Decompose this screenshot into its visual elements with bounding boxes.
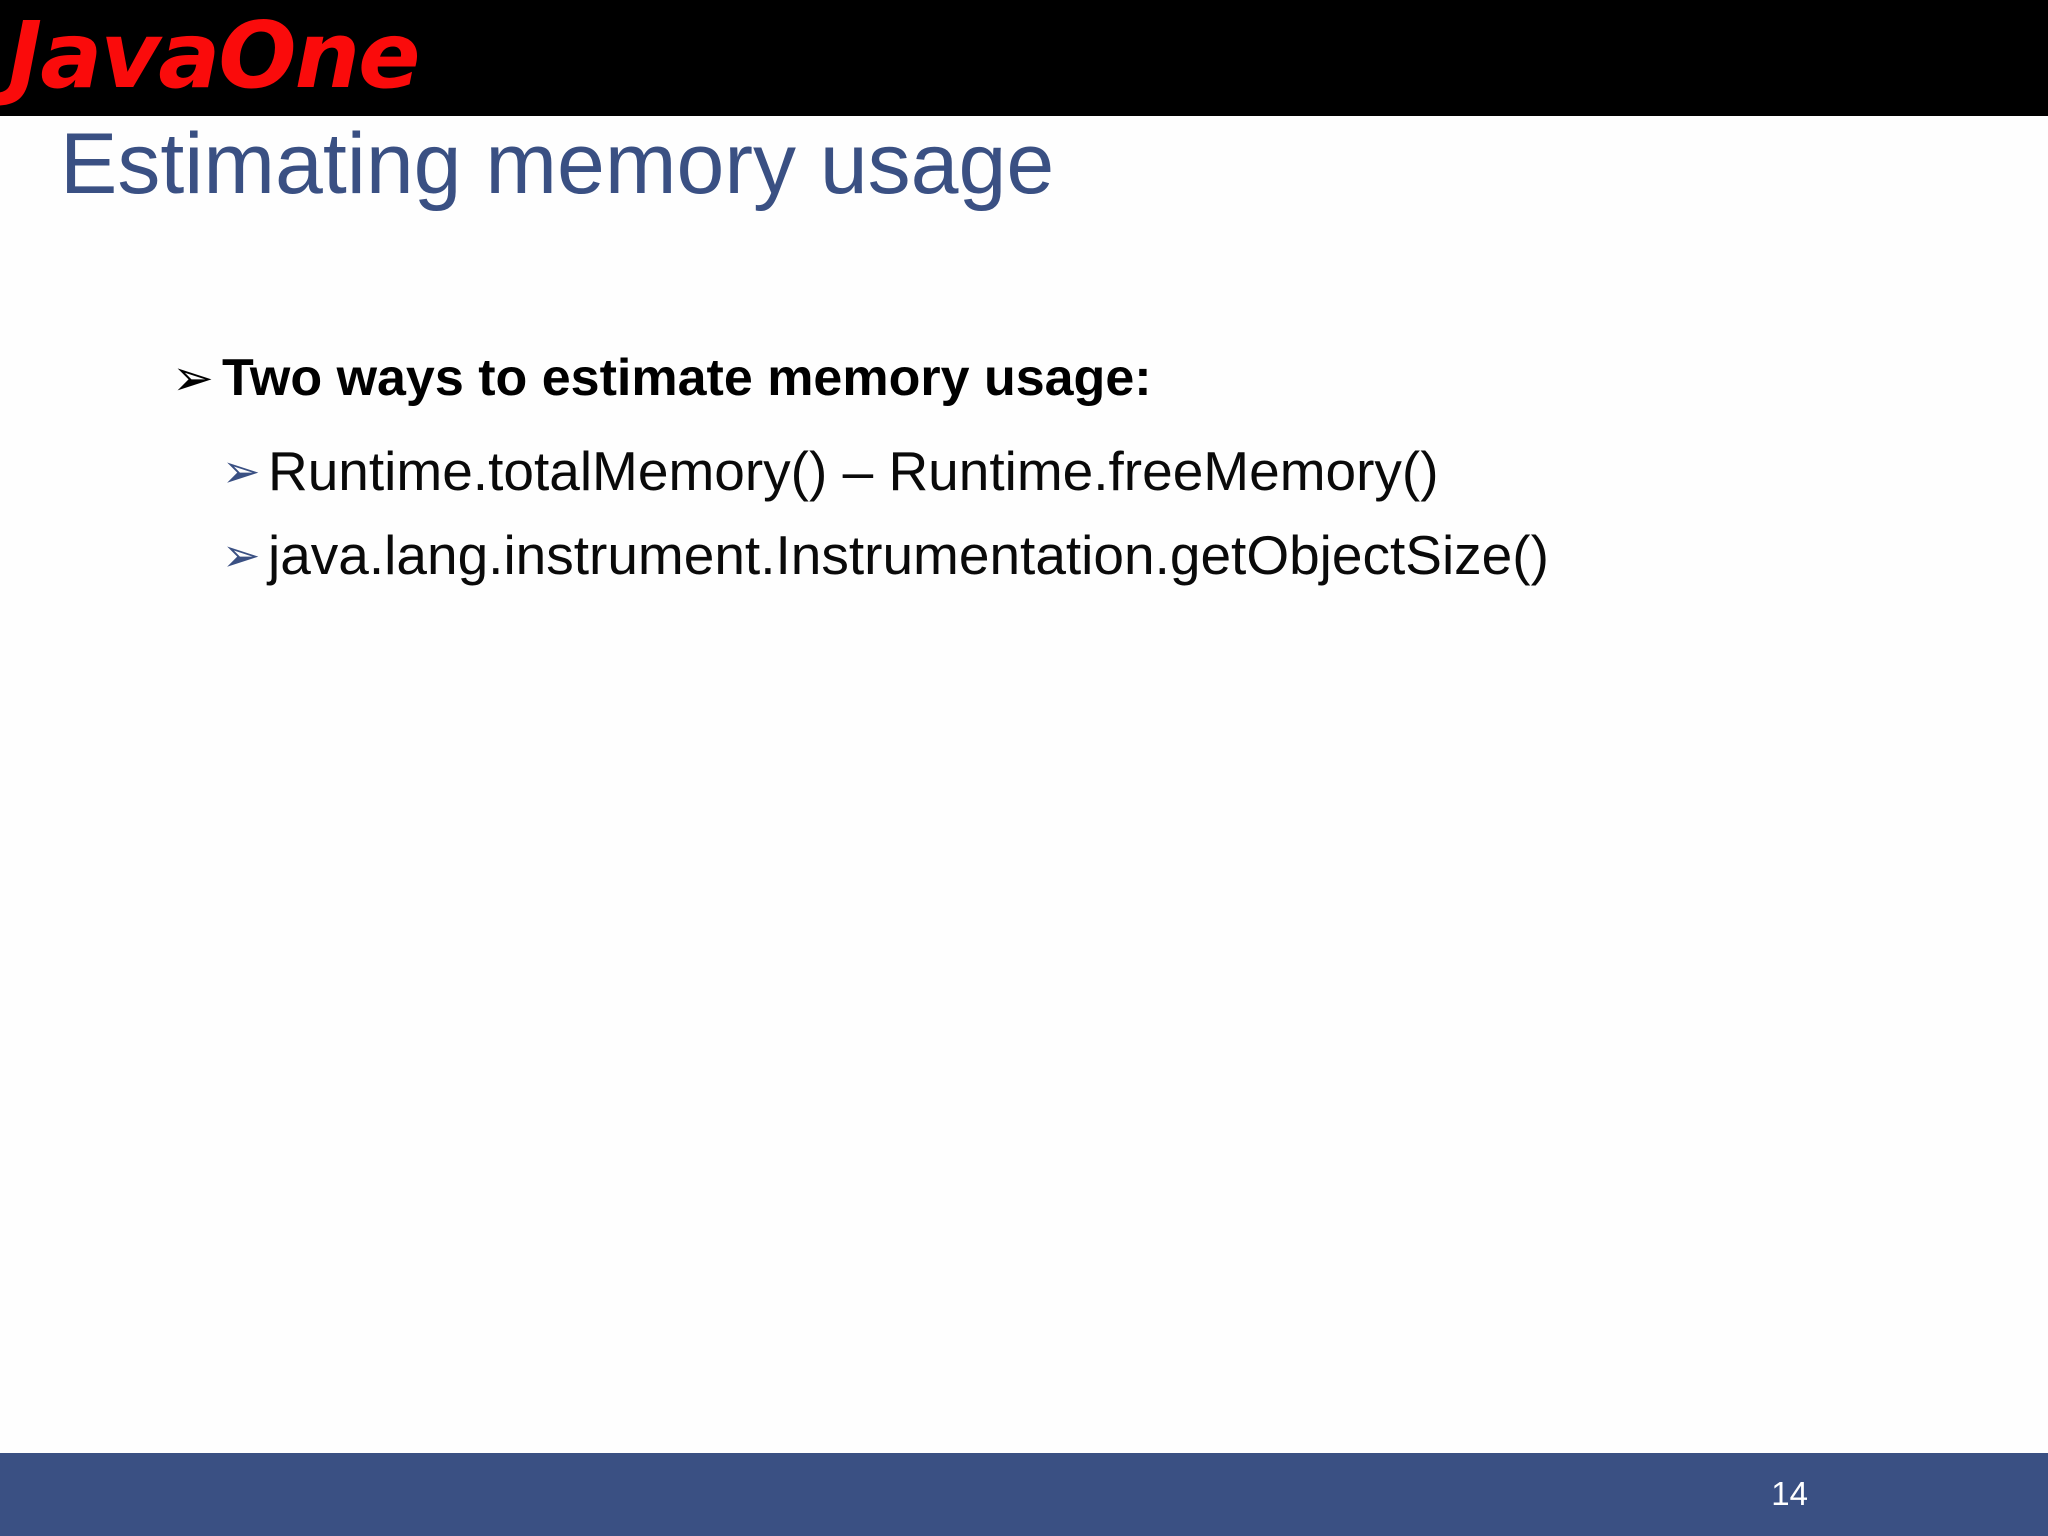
bullet-text: java.lang.instrument.Instrumentation.get…: [268, 524, 1549, 586]
arrowhead-bullet-icon: ➢: [172, 349, 214, 407]
bullet-item-level1: ➢ Two ways to estimate memory usage:: [0, 346, 2048, 410]
slide-number: 14: [1771, 1475, 1808, 1512]
footer-bar: 14: [0, 1453, 2048, 1536]
bullet-text: Runtime.totalMemory() – Runtime.freeMemo…: [268, 440, 1439, 502]
slide-title: Estimating memory usage: [60, 116, 1055, 212]
javaone-logo: JavaOne: [8, 2, 420, 109]
bullet-item-level2-instrumentation: ➢ java.lang.instrument.Instrumentation.g…: [0, 522, 2048, 588]
bullet-item-level2-runtime: ➢ Runtime.totalMemory() – Runtime.freeMe…: [0, 438, 2048, 504]
arrowhead-bullet-icon: ➢: [222, 444, 261, 498]
slide-body: ➢ Two ways to estimate memory usage: ➢ R…: [0, 346, 2048, 606]
bullet-text: Two ways to estimate memory usage:: [222, 349, 1152, 407]
brand-bar: JavaOne: [0, 0, 2048, 116]
arrowhead-bullet-icon: ➢: [222, 528, 261, 582]
